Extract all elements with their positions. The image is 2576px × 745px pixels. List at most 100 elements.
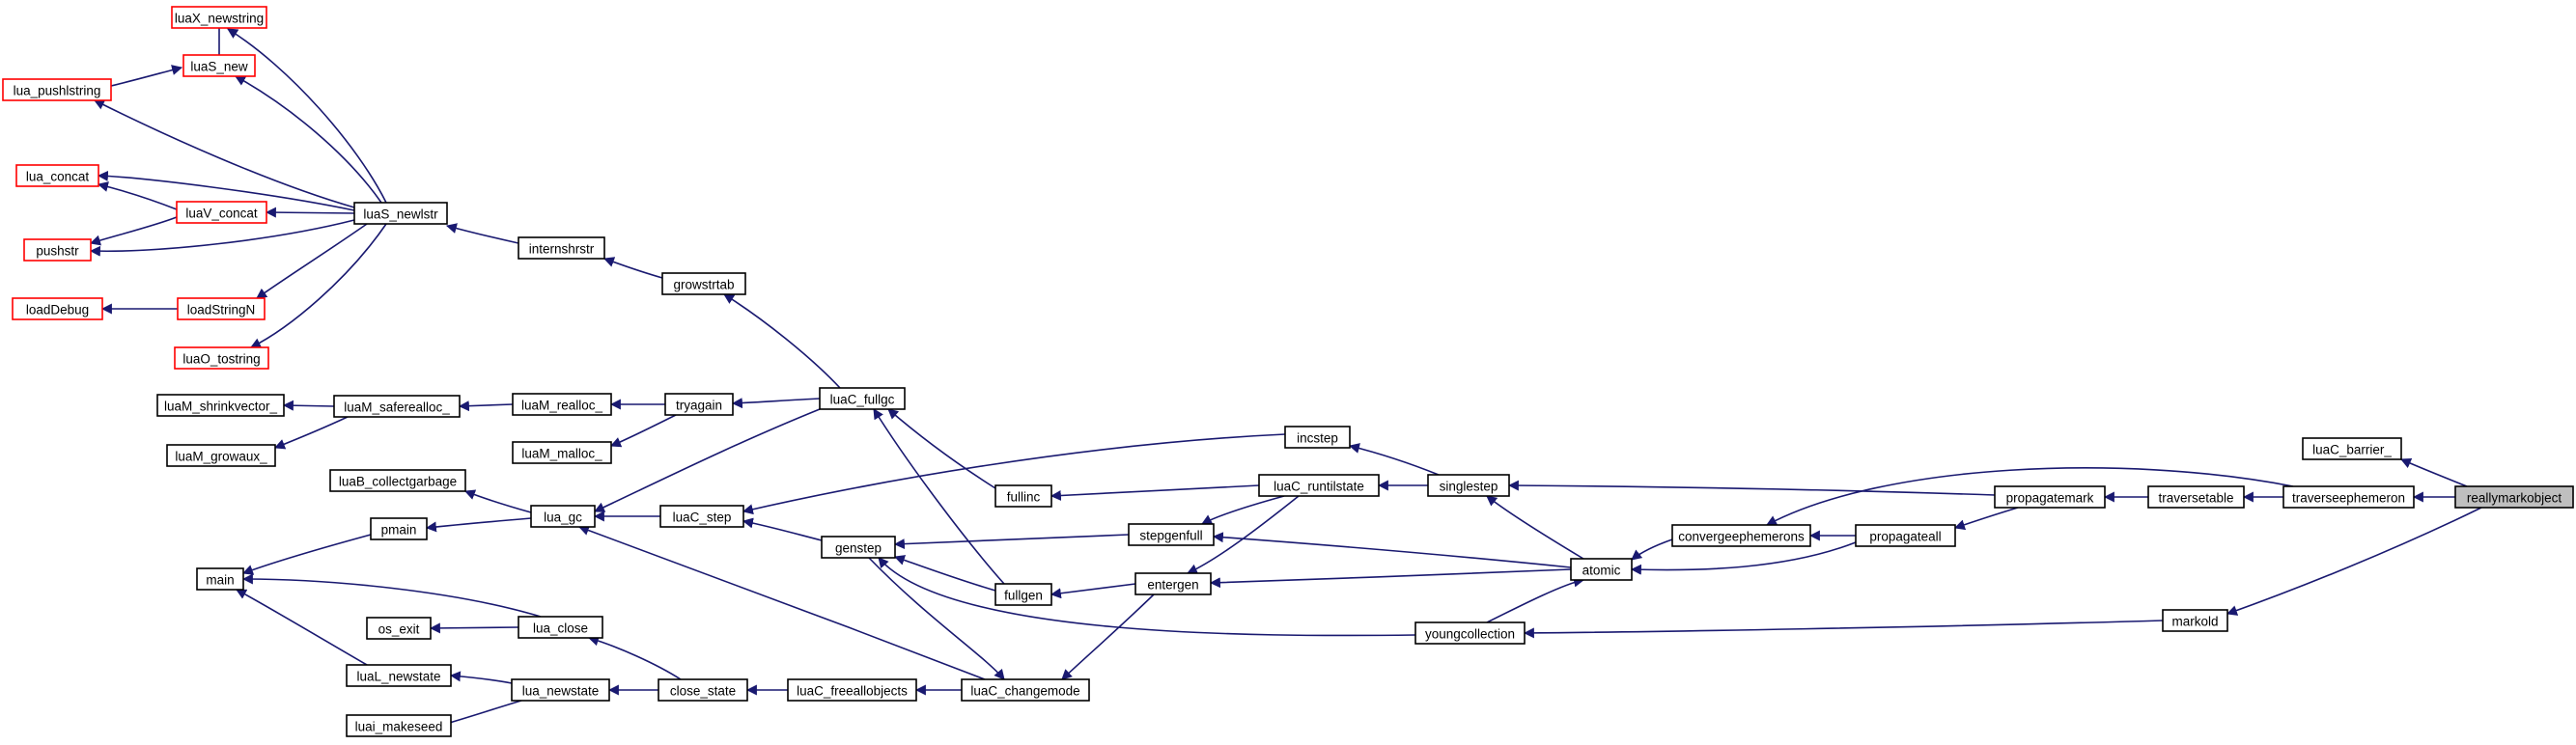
node-atomic[interactable]: atomic [1570,558,1633,581]
edge-fullgen-to-genstep [893,555,996,592]
node-box [1284,426,1351,449]
node-box [177,297,266,320]
node-box [512,441,612,464]
node-youngcollection[interactable]: youngcollection [1414,621,1526,645]
node-luaV_concat[interactable]: luaV_concat [176,201,267,224]
node-label: markold [2171,615,2218,629]
node-label: pmain [381,523,417,538]
node-luaB_collectgarbage[interactable]: luaB_collectgarbage [329,469,466,492]
node-entergen[interactable]: entergen [1134,572,1212,595]
node-luai_makeseed[interactable]: luai_makeseed [346,714,452,737]
node-label: pushstr [36,244,79,259]
node-label: reallymarkobject [2467,491,2562,506]
edge-lua_gc-to-luaB_collectgarbage [463,489,532,513]
node-luaM_growaux_[interactable]: luaM_growaux_ [166,444,276,467]
node-luaM_realloc_[interactable]: luaM_realloc_ [512,393,612,416]
edge-lua_close-to-main [241,573,542,618]
node-fullinc[interactable]: fullinc [994,484,1052,508]
node-label: loadDebug [26,303,89,317]
node-label: convergeephemerons [1678,530,1805,544]
node-pushstr[interactable]: pushstr [23,238,92,262]
node-markold[interactable]: markold [2162,609,2228,632]
node-box [15,164,99,187]
node-box [961,678,1090,702]
node-pmain[interactable]: pmain [370,517,428,540]
node-box [518,236,605,260]
node-luaS_newlstr[interactable]: luaS_newlstr [353,202,448,225]
node-luaC_step[interactable]: luaC_step [659,505,744,528]
node-luaS_new[interactable]: luaS_new [182,54,256,77]
node-lua_gc[interactable]: lua_gc [530,505,596,528]
node-luaL_newstate[interactable]: luaL_newstate [346,664,452,687]
node-luaC_freeallobjects[interactable]: luaC_freeallobjects [787,678,917,702]
node-luaX_newstring[interactable]: luaX_newstring [171,6,267,29]
node-genstep[interactable]: genstep [821,536,896,559]
node-label: luaC_barrier_ [2312,443,2392,457]
edges [89,15,2482,729]
edge-luaM_realloc_-to-luaM_saferealloc_ [458,400,514,412]
node-lua_close[interactable]: lua_close [518,616,603,639]
node-convergeephemerons[interactable]: convergeephemerons [1671,524,1811,547]
edge-luaC_fullgc-to-tryagain [731,398,821,409]
node-lua_concat[interactable]: lua_concat [15,164,99,187]
node-close_state[interactable]: close_state [658,678,748,702]
node-lua_newstate[interactable]: lua_newstate [511,678,610,702]
node-stepgenfull[interactable]: stepgenfull [1128,523,1215,546]
node-traverseephemeron[interactable]: traverseephemeron [2282,485,2415,509]
node-propagatemark[interactable]: propagatemark [1994,485,2106,509]
node-label: internshrstr [529,242,595,257]
node-label: lua_newstate [522,684,600,699]
node-propagateall[interactable]: propagateall [1855,524,1956,547]
edge-propagatemark-to-propagateall [1953,507,2019,531]
node-box [1671,524,1811,547]
node-main[interactable]: main [196,567,244,591]
node-luaO_tostring[interactable]: luaO_tostring [174,346,269,370]
node-luaC_fullgc[interactable]: luaC_fullgc [819,387,906,410]
node-lua_pushlstring[interactable]: lua_pushlstring [2,78,112,101]
node-box [511,678,610,702]
edge-luaL_newstate-to-main [236,589,368,666]
edge-singlestep-to-incstep [1348,443,1440,476]
node-box [182,54,256,77]
node-luaM_malloc_[interactable]: luaM_malloc_ [512,441,612,464]
node-box [1994,485,2106,509]
node-loadDebug[interactable]: loadDebug [12,297,103,320]
edge-reallymarkobject-to-markold [2226,507,2482,616]
node-box [787,678,917,702]
node-label: atomic [1582,564,1621,578]
node-os_exit[interactable]: os_exit [366,617,432,640]
edge-lua_newstate-to-luaL_newstate [449,671,513,684]
node-box [1258,474,1380,497]
node-label: lua_close [533,621,588,636]
edge-lua_pushlstring-to-luaS_new [110,65,183,87]
node-traversetable[interactable]: traversetable [2147,485,2245,509]
node-luaC_changemode[interactable]: luaC_changemode [961,678,1090,702]
edge-luaS_newlstr-to-luaO_tostring [250,223,387,348]
edge-lua_close-to-os_exit [429,622,519,634]
node-tryagain[interactable]: tryagain [664,393,734,416]
node-box [353,202,448,225]
node-luaC_barrier_[interactable]: luaC_barrier_ [2302,437,2402,460]
node-reallymarkobject[interactable]: reallymarkobject [2454,485,2574,509]
nodes: luaX_newstring luaS_new lua_pushlstringlua… [2,6,2574,737]
node-loadStringN[interactable]: loadStringN [177,297,266,320]
node-label: luaC_step [673,510,732,525]
node-fullgen[interactable]: fullgen [994,583,1052,606]
node-incstep[interactable]: incstep [1284,426,1351,449]
node-growstrtab[interactable]: growstrtab [661,272,746,295]
node-box [176,201,267,224]
node-label: fullgen [1004,589,1043,603]
node-label: os_exit [378,622,420,637]
node-box [1128,523,1215,546]
node-singlestep[interactable]: singlestep [1427,474,1510,497]
node-internshrstr[interactable]: internshrstr [518,236,605,260]
node-box [994,583,1052,606]
edge-youngcollection-to-atomic [1486,576,1585,623]
node-luaC_runtilstate[interactable]: luaC_runtilstate [1258,474,1380,497]
edge-pmain-to-main [241,534,372,575]
node-box [171,6,267,29]
node-luaM_shrinkvector_[interactable]: luaM_shrinkvector_ [156,394,285,417]
node-luaM_saferealloc_[interactable]: luaM_saferealloc_ [333,395,461,418]
node-box [2454,485,2574,509]
